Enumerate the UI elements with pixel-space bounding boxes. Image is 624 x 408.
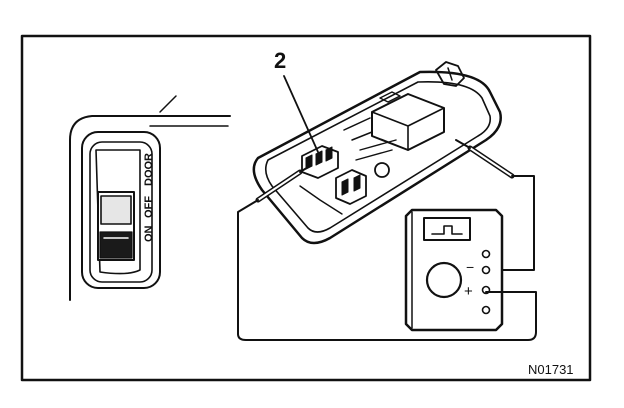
switch-label-off: OFF <box>143 196 155 218</box>
meter-jack-1 <box>481 249 491 259</box>
negative-test-lead <box>237 291 537 341</box>
meter-display <box>423 217 471 241</box>
switch-terminals <box>299 139 397 215</box>
dome-light-housing: 2 <box>252 48 502 245</box>
meter-jack-positive <box>481 285 491 295</box>
figure-code: N01731 <box>528 362 574 377</box>
meter-jack-negative <box>481 265 491 275</box>
switch-label-on: ON <box>143 225 155 242</box>
ohmmeter: − + <box>404 208 504 332</box>
rocker-switch <box>97 191 135 261</box>
figure-frame <box>20 34 592 382</box>
relay-block <box>343 91 445 151</box>
negative-probe <box>237 165 311 335</box>
meter-jack-4 <box>481 305 491 315</box>
callout-number-2: 2 <box>274 48 286 73</box>
switch-label-door: DOOR <box>143 153 155 186</box>
positive-sign: + <box>464 283 473 300</box>
meter-dial <box>425 261 463 299</box>
callout-leader-2 <box>283 75 319 153</box>
negative-sign: − <box>466 259 474 275</box>
installed-dome-light-view: ON OFF DOOR <box>69 95 231 301</box>
positive-probe <box>455 139 535 271</box>
